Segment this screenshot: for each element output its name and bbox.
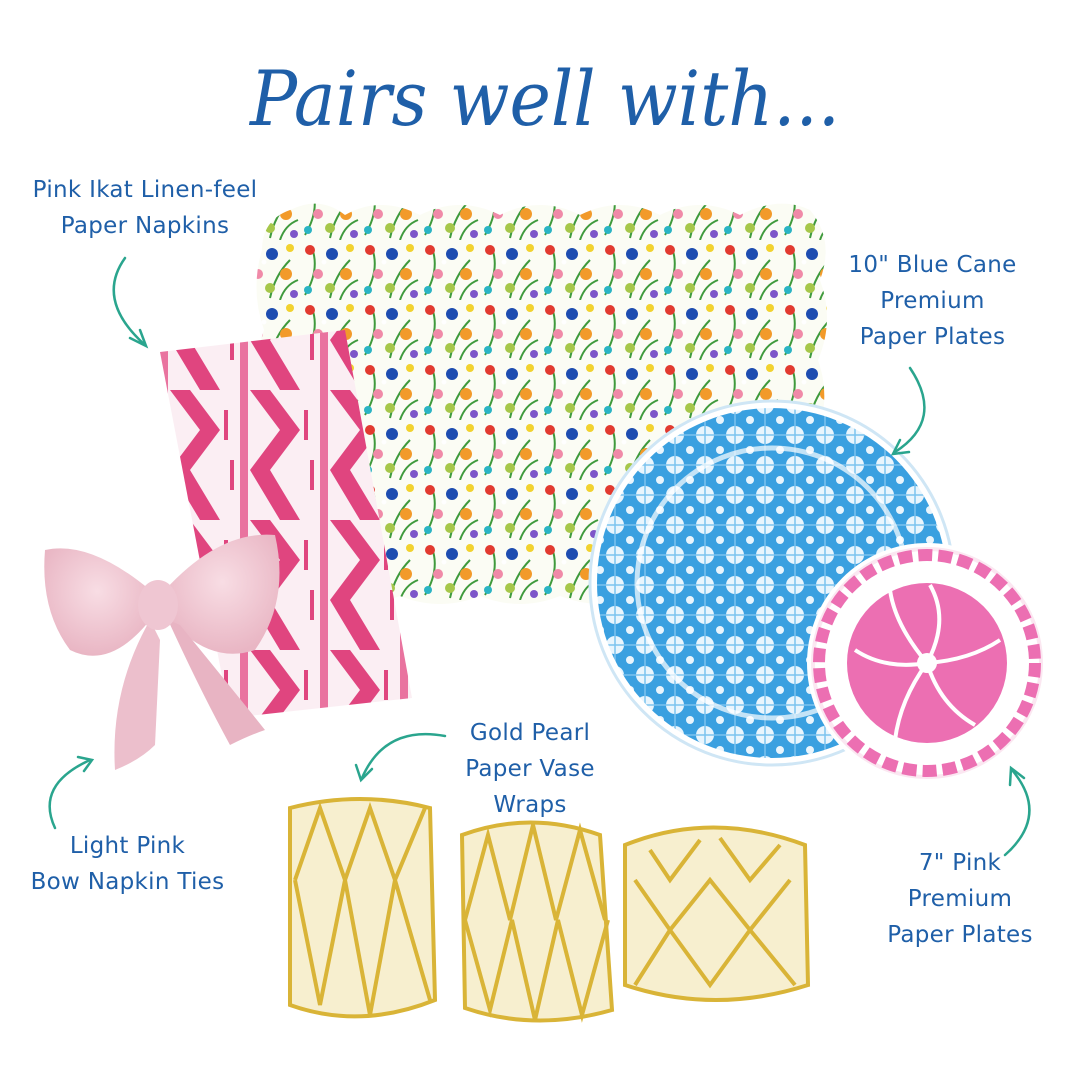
label-blue-plates: 10" Blue Cane Premium Paper Plates — [820, 247, 1045, 355]
label-vase-wraps-line-2: Paper Vase — [465, 756, 595, 782]
label-pink-plates-line-1: 7" Pink — [918, 850, 1002, 876]
label-vase-wraps-line-3: Wraps — [493, 792, 567, 818]
label-blue-plates-line-3: Paper Plates — [859, 324, 1006, 350]
pink-plate-image — [807, 543, 1047, 783]
pink-bow-image — [44, 534, 280, 770]
label-napkins: Pink Ikat Linen-feel Paper Napkins — [10, 172, 280, 244]
arrows — [48, 256, 1031, 857]
label-bow-ties-line-1: Light Pink — [69, 833, 186, 859]
label-blue-plates-line-1: 10" Blue Cane — [848, 252, 1017, 278]
arrow-napkins-icon — [112, 256, 149, 349]
arrow-vase-icon — [354, 732, 447, 783]
vase-wrap-left-image — [288, 797, 438, 1019]
vase-wrap-right-image — [623, 825, 811, 1002]
label-blue-plates-line-2: Premium — [880, 288, 985, 314]
page-title: Pairs well with... — [248, 54, 840, 143]
label-bow-ties-line-2: Bow Napkin Ties — [30, 869, 225, 895]
arrow-bow-icon — [48, 755, 95, 830]
vase-wrap-middle-image — [459, 820, 615, 1023]
arrow-pink-plate-icon — [1003, 765, 1031, 857]
label-pink-plates: 7" Pink Premium Paper Plates — [855, 845, 1065, 953]
label-napkins-line-1: Pink Ikat Linen-feel — [32, 177, 258, 203]
title-area: Pairs well with... — [248, 54, 840, 143]
label-bow-ties: Light Pink Bow Napkin Ties — [10, 828, 245, 900]
label-pink-plates-line-3: Paper Plates — [887, 922, 1033, 948]
arrow-blue-plate-icon — [890, 366, 926, 456]
label-vase-wraps-line-1: Gold Pearl — [469, 720, 591, 746]
label-napkins-line-2: Paper Napkins — [60, 213, 230, 239]
label-vase-wraps: Gold Pearl Paper Vase Wraps — [440, 715, 620, 823]
label-pink-plates-line-2: Premium — [907, 886, 1013, 912]
